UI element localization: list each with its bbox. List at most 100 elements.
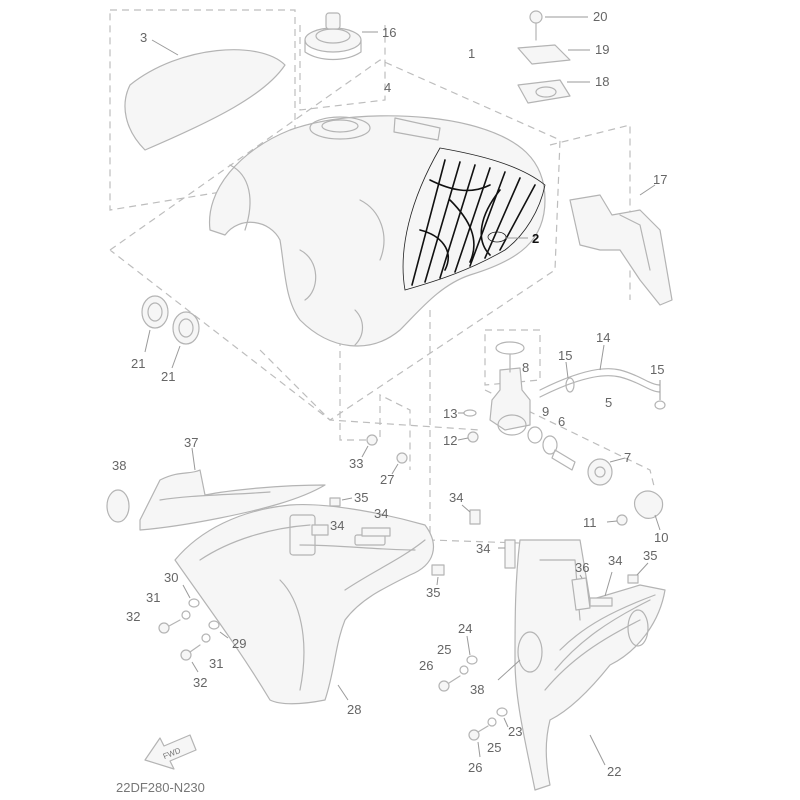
callout-6: 6 xyxy=(558,414,565,429)
frame-bracket xyxy=(339,255,411,470)
callout-34-b: 34 xyxy=(330,518,344,533)
part-21-grommet-b xyxy=(171,311,200,369)
fuel-tank xyxy=(208,115,546,347)
callout-22: 22 xyxy=(607,764,621,779)
frame-part-16 xyxy=(299,25,386,111)
callout-13: 13 xyxy=(443,406,457,421)
part-19-plate xyxy=(517,44,590,65)
callout-28: 28 xyxy=(347,702,361,717)
part-27-bolt xyxy=(391,452,408,475)
callout-25-a: 25 xyxy=(437,642,451,657)
frame-part-8 xyxy=(484,329,541,386)
callout-32-b: 32 xyxy=(193,675,207,690)
part-18-damper xyxy=(517,79,590,104)
part-37-decal xyxy=(139,447,326,531)
part-34-clip-d xyxy=(498,539,516,569)
callout-15-b: 15 xyxy=(650,362,664,377)
callout-19: 19 xyxy=(595,42,609,57)
callout-35-a: 35 xyxy=(354,490,368,505)
part-34-clip-e xyxy=(589,571,613,607)
part-36-bracket xyxy=(571,574,591,611)
callout-33: 33 xyxy=(349,456,363,471)
part-11-screw xyxy=(606,514,628,526)
part-7-lever xyxy=(587,457,626,486)
callout-12: 12 xyxy=(443,433,457,448)
part-10-knob xyxy=(633,490,664,531)
fuel-cock xyxy=(489,354,531,436)
callout-3: 3 xyxy=(140,30,147,45)
part-35-clip-a xyxy=(329,497,353,507)
callout-10: 10 xyxy=(654,530,668,545)
callout-26-b: 26 xyxy=(468,760,482,775)
callout-1: 1 xyxy=(468,46,475,61)
part-30-grommet xyxy=(182,584,200,608)
callout-38-b: 38 xyxy=(470,682,484,697)
callout-8: 8 xyxy=(522,360,529,375)
callout-18: 18 xyxy=(595,74,609,89)
part-25-collar-a xyxy=(459,665,469,675)
part-13-washer xyxy=(458,409,477,417)
callout-37: 37 xyxy=(184,435,198,450)
part-17-side-cover xyxy=(569,184,673,306)
part-3-panel xyxy=(124,39,286,151)
callout-35-c: 35 xyxy=(426,585,440,600)
diagram-code: 22DF280-N230 xyxy=(116,780,205,795)
callout-27: 27 xyxy=(380,472,394,487)
part-26-screw-b xyxy=(468,725,489,758)
frame-part-17 xyxy=(549,124,631,300)
callout-32-a: 32 xyxy=(126,609,140,624)
part-24-grommet xyxy=(466,635,478,665)
part-29-grommet xyxy=(208,620,229,639)
part-35-clip-b xyxy=(431,564,445,586)
callout-20: 20 xyxy=(593,9,607,24)
part-20-bolt xyxy=(529,10,588,41)
callout-31-b: 31 xyxy=(209,656,223,671)
part-12-screw xyxy=(457,431,479,443)
callout-15-a: 15 xyxy=(558,348,572,363)
part-33-bolt xyxy=(361,434,378,458)
part-15-clamp-a xyxy=(565,361,575,393)
callout-38-a: 38 xyxy=(112,458,126,473)
part-28-side-cover xyxy=(174,503,434,705)
part-34-clip-c xyxy=(461,504,481,525)
part-34-clip-a xyxy=(311,524,329,536)
callout-2: 2 xyxy=(532,231,539,246)
part-25-collar-b xyxy=(487,717,497,727)
part-38-emblem xyxy=(106,489,130,523)
callout-34-a: 34 xyxy=(374,506,388,521)
part-23-grommet xyxy=(496,707,509,728)
callout-5: 5 xyxy=(605,395,612,410)
part-22-side-cover xyxy=(497,539,666,791)
callout-9: 9 xyxy=(542,404,549,419)
callout-30: 30 xyxy=(164,570,178,585)
part-32-screw-a xyxy=(158,619,181,634)
callout-17: 17 xyxy=(653,172,667,187)
frame-link xyxy=(259,349,481,431)
callout-35-b: 35 xyxy=(643,548,657,563)
callout-21-b: 21 xyxy=(161,369,175,384)
callout-11: 11 xyxy=(583,515,597,530)
part-6-filter xyxy=(542,435,576,471)
part-14-fuel-hose xyxy=(539,344,661,398)
part-26-screw-a xyxy=(438,675,461,692)
callout-36: 36 xyxy=(575,560,589,575)
callout-24: 24 xyxy=(458,621,472,636)
frame-fuel-cock xyxy=(484,389,656,491)
callout-7: 7 xyxy=(624,450,631,465)
callout-31-a: 31 xyxy=(146,590,160,605)
callout-16: 16 xyxy=(382,25,396,40)
callout-4: 4 xyxy=(384,80,391,95)
callout-34-d: 34 xyxy=(476,541,490,556)
part-31-collar-b xyxy=(201,633,211,643)
callout-29: 29 xyxy=(232,636,246,651)
callout-34-e: 34 xyxy=(608,553,622,568)
part-31-collar-a xyxy=(181,610,191,620)
callout-26-a: 26 xyxy=(419,658,433,673)
part-9-oring xyxy=(527,426,543,444)
callout-21-a: 21 xyxy=(131,356,145,371)
part-34-clip-b xyxy=(361,527,391,537)
callouts: 3 16 20 19 18 1 4 2 17 21 21 8 14 15 15 … xyxy=(112,9,668,779)
callout-14: 14 xyxy=(596,330,610,345)
callout-25-b: 25 xyxy=(487,740,501,755)
